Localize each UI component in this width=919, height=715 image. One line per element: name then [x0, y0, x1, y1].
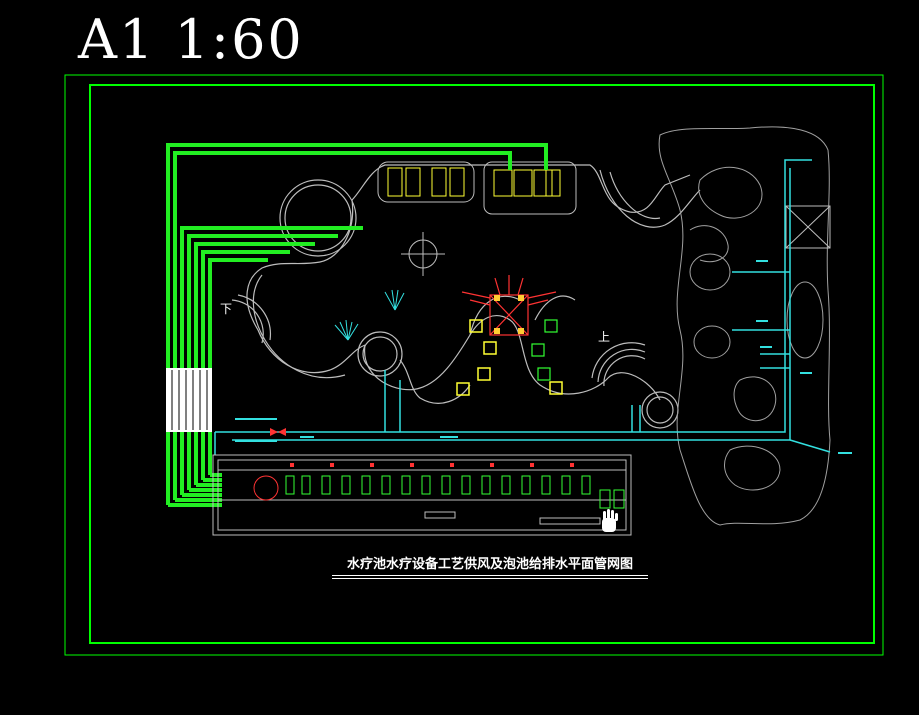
equipment-room [212, 454, 632, 536]
pipe-label-lines [171, 370, 208, 430]
water-pipes [214, 159, 831, 455]
jet-fixtures [456, 319, 563, 396]
fixture-boxes-top [387, 167, 561, 197]
hand-cursor-icon[interactable] [602, 509, 618, 532]
stair-label-up: 上 [598, 330, 611, 344]
equipment-labels [290, 463, 574, 467]
pavilion-right [785, 205, 831, 249]
title-underline-double [332, 578, 648, 579]
jet-fixtures-green [531, 319, 558, 381]
equipment-units [285, 475, 625, 509]
pipe-label-block [166, 368, 212, 432]
pool-outline [231, 164, 701, 429]
outer-frame [64, 74, 884, 656]
title-underline [332, 575, 648, 576]
water-pipe-labels [235, 260, 852, 454]
inner-frame [89, 84, 875, 644]
rockery [658, 126, 831, 526]
drawing-title: 水疗池水疗设备工艺供风及泡池给排水平面管网图 [320, 556, 660, 579]
pavilion-markers [494, 295, 524, 334]
north-arrow-icon [401, 232, 445, 276]
spray-fans [334, 289, 405, 341]
fixture-container-top [377, 161, 577, 215]
stair-label-down: 下 [220, 302, 233, 316]
valve-icon [270, 428, 286, 436]
drawing-title-text: 水疗池水疗设备工艺供风及泡池给排水平面管网图 [346, 557, 633, 572]
scale-label: A1 1:60 [78, 8, 304, 71]
